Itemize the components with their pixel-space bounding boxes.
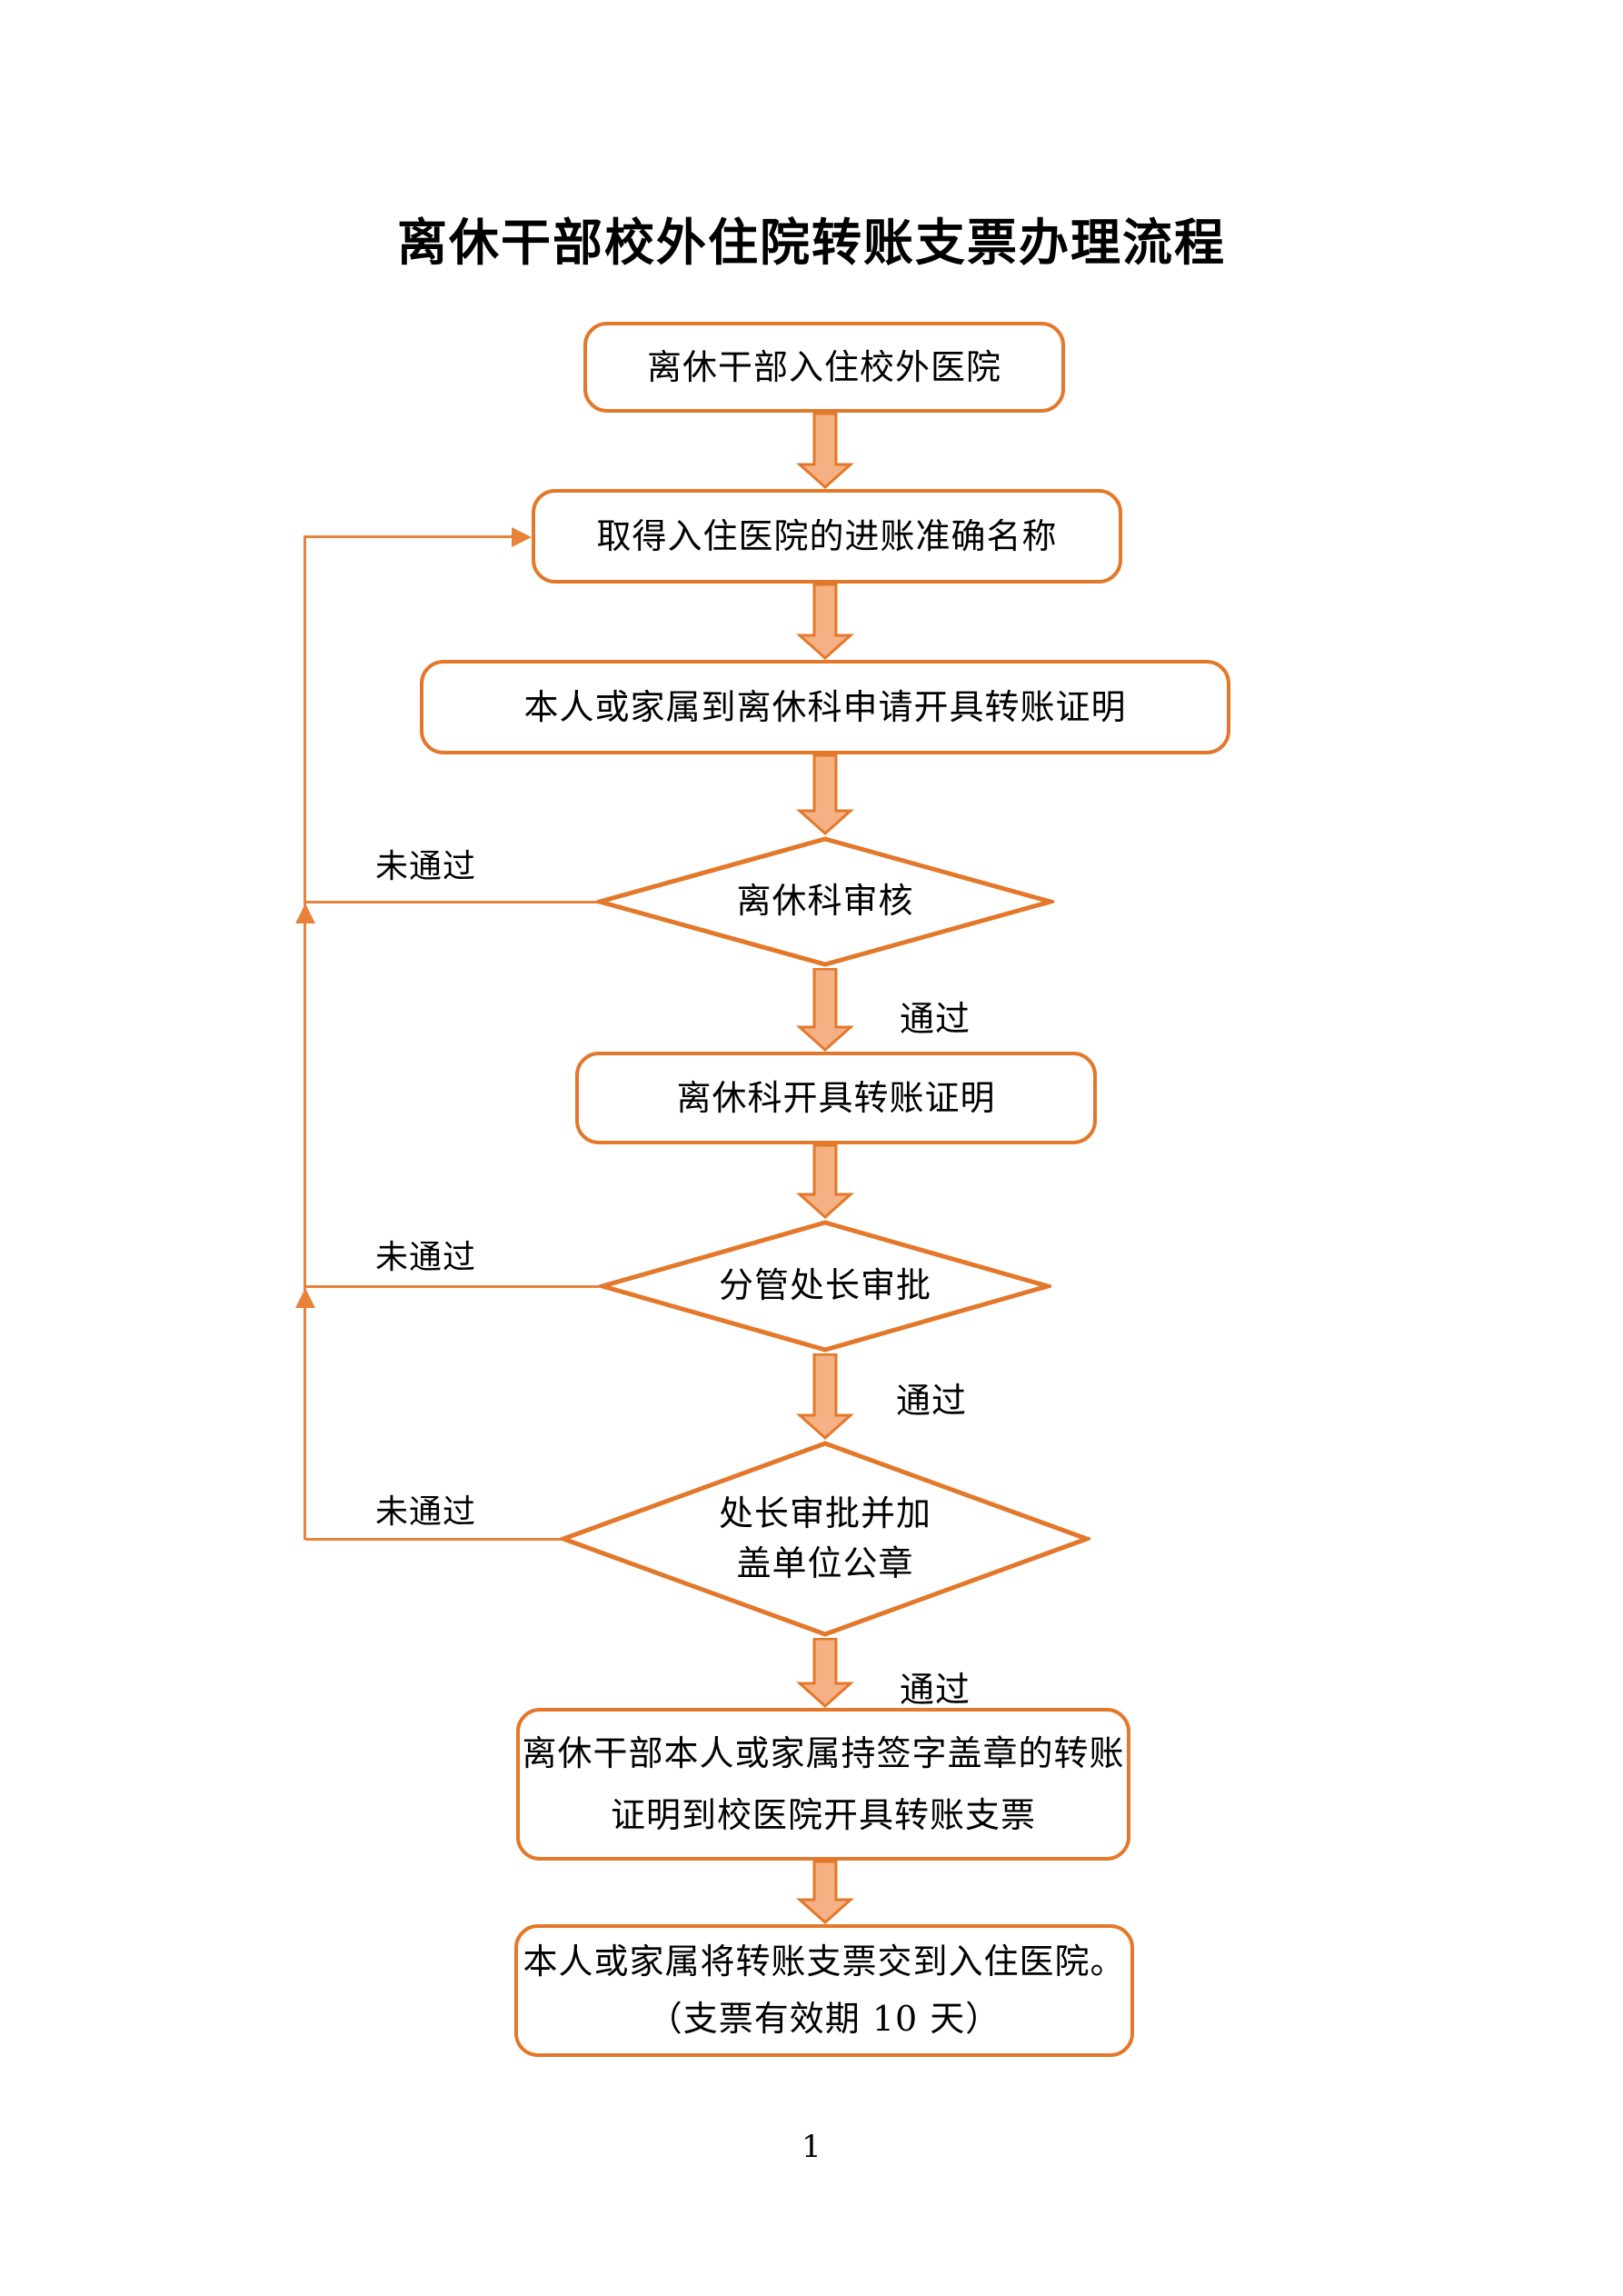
feedback-line-decision-1	[305, 901, 598, 903]
flow-decision-2-label: 分管处长审批	[718, 1265, 931, 1306]
up-arrowhead-icon	[295, 1288, 315, 1308]
feedback-line-decision-2	[305, 1285, 601, 1288]
down-arrow-icon	[796, 584, 854, 660]
flow-node-step-3: 本人或家属到离休科申请开具转账证明	[420, 660, 1230, 754]
down-arrow-icon	[796, 754, 854, 835]
down-arrow-icon	[796, 413, 854, 489]
right-arrowhead-icon	[512, 527, 532, 547]
pass-label-decision-1: 通过	[900, 999, 971, 1039]
down-arrow-icon	[796, 1144, 854, 1219]
flow-node-step-5-line1: 离休干部本人或家属持签字盖章的转账	[522, 1732, 1125, 1773]
feedback-line-to-step-2	[305, 535, 513, 538]
up-arrowhead-icon	[295, 903, 315, 923]
flow-node-step-2: 取得入住医院的进账准确名称	[532, 489, 1122, 584]
flow-node-step-4: 离休科开具转账证明	[575, 1052, 1097, 1144]
flow-node-step-5-line2: 证明到校医院开具转账支票	[610, 1795, 1036, 1835]
flow-decision-1-label: 离休科审核	[736, 881, 914, 922]
flow-decision-3-line1: 处长审批并加	[718, 1492, 931, 1533]
flow-node-step-5: 离休干部本人或家属持签字盖章的转账 证明到校医院开具转账支票	[516, 1708, 1130, 1861]
flow-decision-3-label: 处长审批并加 盖单位公章	[719, 1489, 931, 1589]
down-arrow-icon	[796, 1861, 854, 1924]
pass-label-decision-2: 通过	[896, 1381, 968, 1421]
down-arrow-icon	[796, 1353, 854, 1440]
flow-node-step-6: 本人或家属将转账支票交到入住医院。 （支票有效期 10 天）	[514, 1924, 1134, 2057]
diamond-shape-icon	[596, 836, 1054, 967]
flow-node-step-6-line2: （支票有效期 10 天）	[647, 1999, 1001, 2039]
fail-label-decision-1: 未通过	[375, 848, 477, 885]
down-arrow-icon	[796, 968, 854, 1052]
flow-decision-2: 分管处长审批	[599, 1219, 1051, 1353]
flow-node-step-1: 离休干部入住校外医院	[583, 322, 1065, 413]
feedback-trunk-line	[304, 535, 306, 1540]
flow-decision-3-line2: 盖单位公章	[736, 1543, 914, 1583]
flow-node-step-6-line1: 本人或家属将转账支票交到入住医院。	[523, 1942, 1126, 1982]
page-title: 离休干部校外住院转账支票办理流程	[396, 215, 1226, 271]
diamond-shape-icon	[560, 1441, 1090, 1637]
page-number: 1	[802, 2129, 821, 2165]
flow-decision-1: 离休科审核	[596, 835, 1054, 968]
fail-label-decision-3: 未通过	[375, 1493, 477, 1531]
fail-label-decision-2: 未通过	[375, 1239, 477, 1276]
flow-node-step-1-label: 离休干部入住校外医院	[646, 346, 1001, 387]
flow-decision-3: 处长审批并加 盖单位公章	[560, 1440, 1090, 1638]
flow-node-step-4-label: 离休科开具转账证明	[676, 1077, 996, 1118]
flow-node-step-3-label: 本人或家属到离休科申请开具转账证明	[523, 686, 1127, 727]
flow-node-step-2-label: 取得入住医院的进账准确名称	[596, 515, 1058, 556]
down-arrow-icon	[796, 1638, 854, 1708]
diamond-shape-icon	[599, 1220, 1051, 1353]
feedback-line-decision-3	[305, 1538, 562, 1541]
pass-label-decision-3: 通过	[900, 1670, 971, 1710]
